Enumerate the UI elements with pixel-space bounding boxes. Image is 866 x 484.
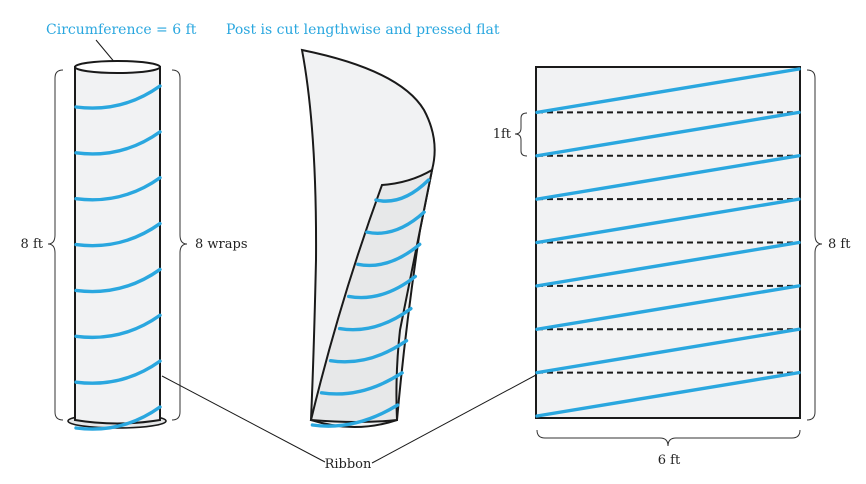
- one-foot-brace: [514, 112, 528, 157]
- caption-flatten: Post is cut lengthwise and pressed flat: [226, 22, 500, 38]
- cut-post-ribbon-wrap: [337, 306, 413, 332]
- flat-ribbon-segment: [535, 110, 801, 158]
- cut-post-ribbon-wrap: [374, 178, 431, 203]
- cylinder-ribbon-wrap: [74, 176, 162, 202]
- cut-post-ribbon-wrap: [356, 242, 422, 268]
- left-height-brace: [47, 69, 64, 421]
- cylinder-ribbon-wrap: [74, 84, 162, 110]
- cylinder-ribbon-wrap: [74, 267, 162, 294]
- flat-ribbon-segment: [535, 327, 801, 375]
- cylinder-ribbon-wrap: [74, 130, 162, 156]
- cylinder-body: [74, 66, 161, 425]
- flat-ribbon-segment: [535, 197, 801, 245]
- cylinder-ribbon-wrap: [74, 313, 162, 340]
- cut-post-ribbon-wrap: [347, 274, 418, 300]
- cylinder-post: [67, 60, 167, 431]
- ribbon-leader-right: [371, 374, 537, 464]
- flat-ribbon-segment: [535, 370, 801, 418]
- right-height-brace: [806, 69, 823, 421]
- flat-ribbon-segment: [535, 284, 801, 331]
- label-height-left: 8 ft: [21, 237, 44, 252]
- flat-ribbon: [535, 67, 801, 418]
- ribbon-leader-left: [161, 375, 326, 463]
- circumference-leader-line: [95, 39, 117, 65]
- flat-rectangle: [535, 66, 801, 419]
- cut-post-ribbon-wrap: [328, 339, 409, 364]
- cut-post-ribbon-wrap: [319, 371, 404, 396]
- cut-post-ribbon: [310, 178, 431, 428]
- cylinder-ribbon-wrap: [74, 359, 162, 385]
- width-brace: [536, 429, 801, 447]
- label-width: 6 ft: [658, 453, 681, 468]
- cylinder-ribbon-wrap: [74, 405, 162, 431]
- foot-gridlines: [537, 111, 799, 374]
- cut-post: [300, 48, 436, 428]
- cut-post-ribbon-wrap: [310, 403, 400, 428]
- cut-post-ribbon-wrap: [365, 210, 426, 235]
- flat-ribbon-segment: [535, 240, 801, 288]
- wraps-brace: [171, 69, 188, 421]
- cylinder-ribbon-wrap: [74, 221, 162, 248]
- cylinder-ribbon: [74, 84, 162, 431]
- flat-ribbon-segment: [535, 154, 801, 201]
- label-height-right: 8 ft: [828, 237, 851, 252]
- label-one-foot: 1ft: [493, 127, 512, 142]
- cylinder-top-ellipse: [74, 60, 161, 74]
- label-ribbon: Ribbon: [325, 457, 372, 472]
- caption-circumference: Circumference = 6 ft: [46, 22, 197, 38]
- label-wraps: 8 wraps: [195, 237, 248, 252]
- flat-ribbon-segment: [535, 67, 801, 115]
